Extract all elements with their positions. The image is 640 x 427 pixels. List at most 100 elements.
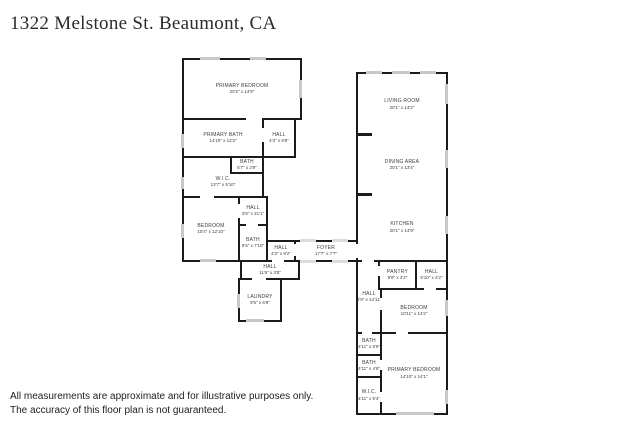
page-title: 1322 Melstone St. Beaumont, CA <box>10 13 277 34</box>
room-dims: 4'11" x 5'4" <box>358 395 380 401</box>
disclaimer-line-2: The accuracy of this floor plan is not g… <box>10 404 227 416</box>
disclaimer-line-1: All measurements are approximate and for… <box>10 391 314 402</box>
room-kitchen: KITCHEN 20'1" x 14'9" <box>356 195 448 262</box>
door-gap <box>200 196 214 198</box>
room-hall-upper: HALL 4'3" x 8'8" <box>262 118 296 158</box>
room-hall-right-upper: HALL 5'10" x 4'2" <box>415 260 448 290</box>
window-marker <box>445 300 448 316</box>
window-marker <box>299 80 302 98</box>
room-wic-right: W.I.C. 4'11" x 5'4" <box>356 376 382 415</box>
room-label: HALL <box>246 204 260 211</box>
room-dims: 17'7" x 7'7" <box>314 251 338 257</box>
room-label: PRIMARY BATH <box>203 131 243 138</box>
room-dining-area: DINING AREA 20'1" x 13'4" <box>356 135 448 195</box>
room-dims: 20'1" x 14'2" <box>389 104 415 110</box>
room-dims: 4'11" x 4'9" <box>358 366 380 372</box>
foyer-opening <box>300 239 316 242</box>
room-foyer: FOYER 17'7" x 7'7" <box>294 240 358 262</box>
room-dims: 3'9" x 21'1" <box>241 211 265 217</box>
room-label: W.I.C. <box>361 389 377 396</box>
door-gap <box>262 128 264 142</box>
room-dims: 5'10" x 4'2" <box>420 275 443 281</box>
room-bath-right-2: BATH 4'11" x 4'9" <box>356 354 382 378</box>
window-marker <box>237 294 240 308</box>
room-primary-bedroom-right: PRIMARY BEDROOM 14'10" x 14'1" <box>380 332 448 415</box>
room-label: FOYER <box>316 244 336 251</box>
room-hall-lower: HALL 11'6" x 3'8" <box>240 260 300 280</box>
room-dims: 14'10" x 14'1" <box>400 373 428 379</box>
room-dims: 4'3" x 9'2" <box>271 251 291 257</box>
room-label: PANTRY <box>386 268 409 275</box>
door-gap <box>380 392 382 402</box>
room-label: PRIMARY BEDROOM <box>215 82 269 89</box>
room-dims: 14'10" x 12'2" <box>209 138 237 144</box>
window-marker <box>200 259 216 262</box>
room-dims: 10'4" x 12'10" <box>197 229 225 235</box>
room-label: DINING AREA <box>384 158 420 165</box>
foyer-opening <box>332 260 348 263</box>
window-marker <box>246 319 264 322</box>
door-gap <box>238 204 240 218</box>
room-label: LAUNDRY <box>247 293 273 300</box>
room-primary-bath: PRIMARY BATH 14'10" x 12'2" <box>182 118 264 158</box>
room-dims: 20'2" x 14'8" <box>229 89 255 95</box>
room-dims: 13'7" x 5'10" <box>210 182 236 188</box>
room-label: HALL <box>263 263 277 270</box>
door-gap <box>252 278 266 280</box>
room-dims: 5'5" x 7'10" <box>241 243 265 249</box>
door-gap <box>378 266 382 276</box>
room-label: PRIMARY BEDROOM <box>387 367 441 374</box>
window-marker <box>181 224 184 238</box>
door-gap <box>362 332 372 334</box>
room-label: LIVING ROOM <box>384 98 420 105</box>
door-gap <box>272 260 284 262</box>
room-label: BATH <box>240 158 254 165</box>
door-gap <box>424 288 436 290</box>
room-hall-foyer-side: HALL 4'3" x 9'2" <box>266 240 296 262</box>
room-label: BATH <box>362 359 376 366</box>
room-pantry: PANTRY 9'9" x 4'2" <box>378 260 417 290</box>
window-marker <box>181 177 184 189</box>
door-gap <box>246 224 258 226</box>
room-dims: 20'1" x 13'4" <box>389 165 415 171</box>
room-dims: 9'5" x 6'8" <box>250 300 270 306</box>
foyer-opening <box>300 260 316 263</box>
wall-stub <box>356 193 372 196</box>
room-hall-vertical: HALL 3'9" x 21'1" <box>238 196 268 226</box>
room-bedroom-right: BEDROOM 10'11" x 14'2" <box>380 288 448 334</box>
room-dims: 20'1" x 14'9" <box>389 227 415 233</box>
room-bedroom-left: BEDROOM 10'4" x 12'10" <box>182 196 240 262</box>
room-label: BEDROOM <box>197 222 225 229</box>
room-label: HALL <box>274 244 288 251</box>
room-label: HALL <box>362 290 376 297</box>
window-marker <box>396 412 434 415</box>
door-gap <box>362 260 374 262</box>
room-dims: 4'11" x 5'9" <box>358 344 380 350</box>
room-bath-small-upper: BATH 5'7" x 3'9" <box>230 156 264 174</box>
window-marker <box>366 71 382 74</box>
room-bath-right-1: BATH 4'11" x 5'9" <box>356 332 382 356</box>
window-marker <box>250 57 266 60</box>
room-laundry: LAUNDRY 9'5" x 6'8" <box>238 278 282 322</box>
room-label: BATH <box>362 337 376 344</box>
window-marker <box>420 71 436 74</box>
room-label: KITCHEN <box>390 221 414 228</box>
room-dims: 4'3" x 8'8" <box>269 138 289 144</box>
room-living-room: LIVING ROOM 20'1" x 14'2" <box>356 72 448 135</box>
room-dims: 11'6" x 3'8" <box>259 270 281 276</box>
window-marker <box>445 390 448 404</box>
room-label: HALL <box>272 131 286 138</box>
foyer-opening <box>332 239 348 242</box>
room-wic-left: W.I.C. 13'7" x 5'10" <box>182 156 264 198</box>
door-gap <box>380 298 382 310</box>
window-marker <box>445 84 448 104</box>
window-marker <box>392 71 410 74</box>
room-dims: 10'11" x 14'2" <box>400 311 428 317</box>
room-label: HALL <box>424 268 439 275</box>
door-gap <box>380 360 382 370</box>
wall-stub <box>356 133 372 136</box>
window-marker <box>445 150 448 168</box>
room-primary-bedroom-left: PRIMARY BEDROOM 20'2" x 14'8" <box>182 58 302 120</box>
room-dims: 5'7" x 3'9" <box>237 165 257 171</box>
